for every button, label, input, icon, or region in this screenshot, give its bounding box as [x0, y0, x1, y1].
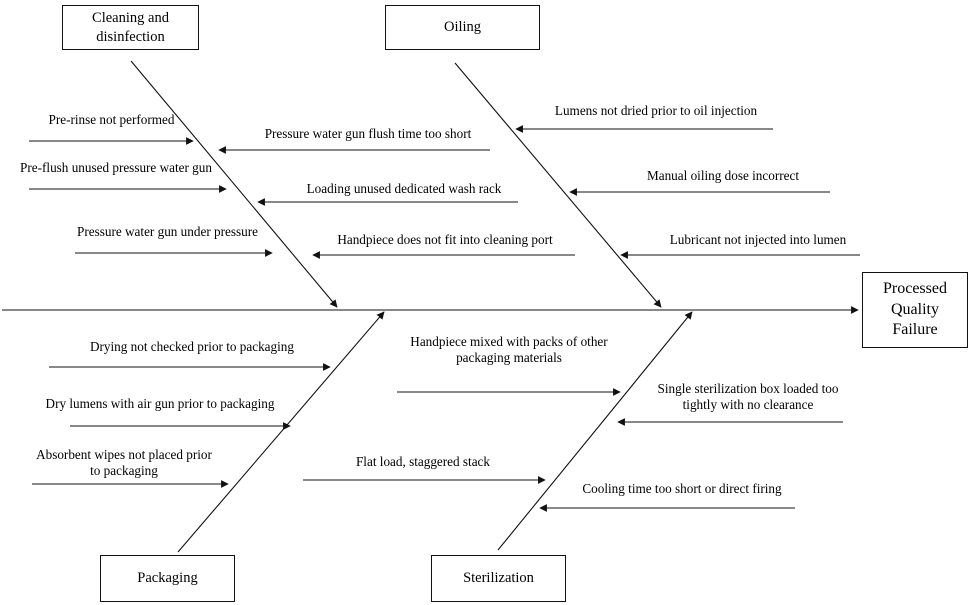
category-box-cleaning-and-disinfection[interactable]: Cleaning and disinfection: [62, 5, 199, 50]
branch-cleaning-and-disinfection: [130, 60, 338, 308]
cause-label-handpiece-does-not-fit-into-cleaning-port: Handpiece does not fit into cleaning por…: [337, 232, 553, 247]
branch-sterilization: [497, 311, 693, 551]
cause-label-loading-unused-dedicated-wash-rack: Loading unused dedicated wash rack: [306, 181, 502, 196]
category-label-oiling: Oiling: [443, 19, 482, 36]
cause-label-pre-flush-unused-pressure-water-gun: Pre-flush unused pressure water gun: [20, 160, 212, 175]
branch-oiling: [454, 62, 662, 308]
category-label-cleaning-and-disinfection: Cleaning and disinfection: [92, 10, 169, 45]
category-box-sterilization[interactable]: Sterilization: [431, 555, 566, 602]
cause-label-single-sterilization-box-loaded-too-tightly-with-no-clearance: Single sterilization box loaded too tigh…: [657, 381, 839, 412]
cause-label-pressure-water-gun-under-pressure: Pressure water gun under pressure: [77, 224, 258, 239]
cause-label-absorbent-wipes-not-placed-prior-to-packaging: Absorbent wipes not placed prior to pack…: [36, 447, 212, 478]
effect-box-processed-quality-failure[interactable]: Processed Quality Failure: [862, 272, 968, 348]
cause-label-flat-load-staggered-stack: Flat load, staggered stack: [355, 454, 491, 469]
cause-label-cooling-time-too-short-or-direct-firing: Cooling time too short or direct firing: [582, 481, 782, 496]
cause-label-dry-lumens-with-air-gun-prior-to-packaging: Dry lumens with air gun prior to packagi…: [45, 396, 275, 411]
effect-label: Processed Quality Failure: [883, 280, 947, 339]
category-box-oiling[interactable]: Oiling: [385, 5, 540, 50]
cause-label-drying-not-checked-prior-to-packaging: Drying not checked prior to packaging: [90, 339, 294, 354]
cause-label-lubricant-not-injected-into-lumen: Lubricant not injected into lumen: [669, 232, 847, 247]
cause-label-manual-oiling-dose-incorrect: Manual oiling dose incorrect: [647, 168, 799, 183]
branch-packaging: [177, 311, 385, 553]
cause-label-handpiece-mixed-with-packs-of-other-packaging-materials: Handpiece mixed with packs of other pack…: [410, 334, 608, 365]
cause-label-pressure-water-gun-flush-time-too-short: Pressure water gun flush time too short: [264, 126, 472, 141]
category-label-sterilization: Sterilization: [463, 570, 534, 587]
cause-label-pre-rinse-not-performed: Pre-rinse not performed: [48, 112, 175, 127]
category-box-packaging[interactable]: Packaging: [100, 555, 235, 602]
cause-label-lumens-not-dried-prior-to-oil-injection: Lumens not dried prior to oil injection: [554, 103, 758, 118]
category-label-packaging: Packaging: [137, 570, 198, 587]
